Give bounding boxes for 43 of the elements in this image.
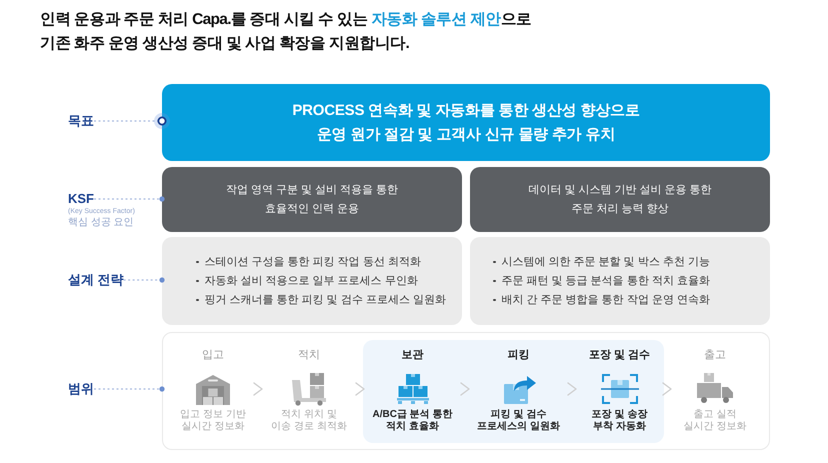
leader-line <box>94 196 165 202</box>
leader-line <box>94 112 171 130</box>
step-title: 출고 <box>704 348 726 362</box>
step-description: 적치 위치 및 이송 경로 최적화 <box>270 409 348 433</box>
section-label: 설계 전략 <box>68 272 124 288</box>
step-description: 피킹 및 검수 프로세스의 일원화 <box>476 409 561 433</box>
highlight-band <box>363 340 664 443</box>
chevron-arrow <box>567 382 577 396</box>
leader-line <box>94 386 165 392</box>
chevron-arrow <box>460 382 470 396</box>
page-title: 인력 운용과 주문 처리 Capa.를 증대 시킬 수 있는 자동화 솔루션 제안으로 기존 화주 운영 생산성 증대 및 사업 확장을 지원합니다. <box>40 10 533 54</box>
strategy-item: 배치 간 주문 병합을 통한 작업 운영 연속화 <box>502 292 710 308</box>
step-description: 입고 정보 기반 실시간 정보화 <box>179 409 247 433</box>
strategy-card <box>162 237 462 325</box>
step-title: 보관 <box>402 348 424 362</box>
strategy-item: 핑거 스캐너를 통한 피킹 및 검수 프로세스 일원화 <box>204 292 446 308</box>
chevron-arrow <box>253 382 263 396</box>
section-label: 범위 <box>68 381 94 397</box>
ksf-card <box>470 167 770 232</box>
goal-statement: PROCESS 연속화 및 자동화를 통한 생산성 향상으로 운영 원가 절감 및 고객사 신규 물량 추가 유치 <box>291 100 641 144</box>
strategy-item: 시스템에 의한 주문 분할 및 박스 추천 기능 <box>502 254 710 270</box>
leader-line <box>123 277 165 283</box>
ksf-statement: 데이터 및 시스템 기반 설비 운용 통한 주문 처리 능력 향상 <box>527 182 713 216</box>
step-title: 포장 및 검수 <box>588 348 650 362</box>
ksf-statement: 작업 영역 구분 및 설비 적용을 통한 효율적인 인력 운용 <box>224 182 400 216</box>
ksf-card <box>162 167 462 232</box>
section-label: KSF <box>68 191 94 207</box>
strategy-item: 스테이션 구성을 통한 피킹 작업 동선 최적화 <box>204 254 421 270</box>
goal-banner <box>162 84 770 161</box>
chevron-arrow <box>355 382 365 396</box>
step-description: A/BC급 분석 통한 적치 효율화 <box>372 409 454 433</box>
step-title: 적치 <box>298 348 320 362</box>
scope-panel <box>162 332 770 450</box>
step-description: 포장 및 송장 부착 자동화 <box>590 409 648 433</box>
strategy-item: 주문 패턴 및 등급 분석을 통한 적치 효율화 <box>502 274 710 288</box>
step-title: 피킹 <box>508 348 530 362</box>
strategy-card <box>470 237 770 325</box>
chevron-arrow <box>662 382 672 396</box>
step-description: 출고 실적 실시간 정보화 <box>682 409 748 433</box>
step-title: 입고 <box>202 348 224 362</box>
section-label: 목표 <box>68 113 94 129</box>
strategy-item: 자동화 설비 적용으로 일부 프로세스 무인화 <box>204 274 418 288</box>
label-subtitle: 핵심 성공 요인 <box>68 216 135 229</box>
